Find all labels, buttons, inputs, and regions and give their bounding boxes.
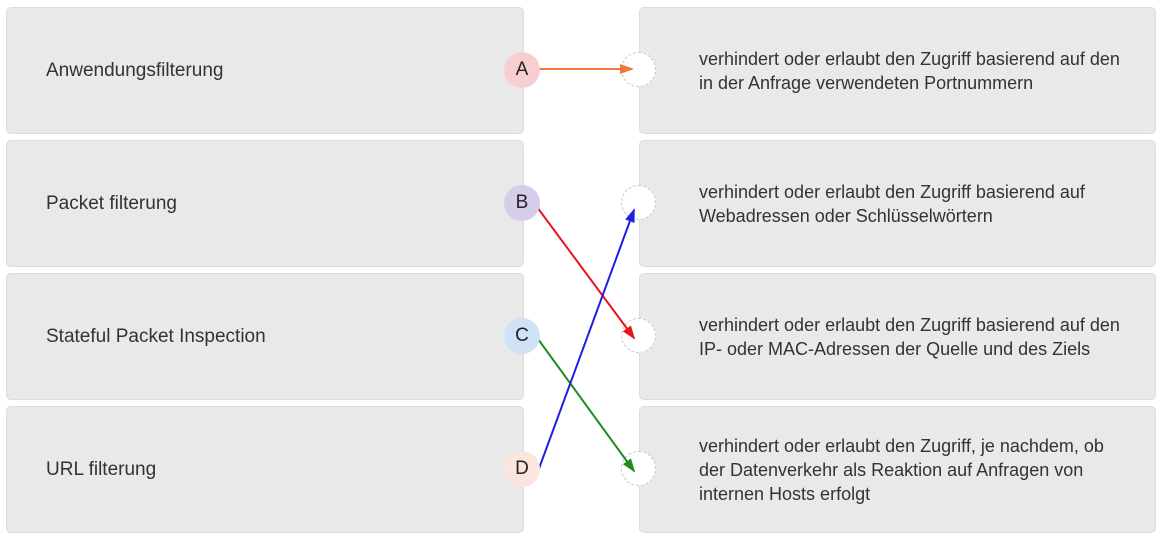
- drop-target-4[interactable]: [621, 451, 656, 486]
- right-text-2: verhindert oder erlaubt den Zugriff basi…: [699, 181, 1085, 226]
- badge-d[interactable]: D: [504, 451, 540, 487]
- right-card-3[interactable]: verhindert oder erlaubt den Zugriff basi…: [639, 273, 1156, 400]
- drop-target-1[interactable]: [621, 52, 656, 87]
- left-card-d[interactable]: URL filterung: [6, 406, 524, 533]
- drop-target-3[interactable]: [621, 318, 656, 353]
- badge-a[interactable]: A: [504, 52, 540, 88]
- badge-b[interactable]: B: [504, 185, 540, 221]
- arrow-b-to-3: [536, 206, 636, 340]
- left-card-a[interactable]: Anwendungsfilterung: [6, 7, 524, 134]
- right-card-4[interactable]: verhindert oder erlaubt den Zugriff, je …: [639, 406, 1156, 533]
- right-card-2[interactable]: verhindert oder erlaubt den Zugriff basi…: [639, 140, 1156, 267]
- left-label-a: Anwendungsfilterung: [46, 59, 224, 81]
- left-card-c[interactable]: Stateful Packet Inspection: [6, 273, 524, 400]
- right-text-4: verhindert oder erlaubt den Zugriff, je …: [699, 435, 1104, 504]
- arrow-d-to-2: [536, 208, 635, 475]
- left-label-c: Stateful Packet Inspection: [46, 325, 266, 347]
- right-text-1: verhindert oder erlaubt den Zugriff basi…: [699, 48, 1120, 93]
- arrow-c-to-4: [537, 338, 636, 473]
- left-label-d: URL filterung: [46, 458, 157, 480]
- left-card-b[interactable]: Packet filterung: [6, 140, 524, 267]
- right-card-1[interactable]: verhindert oder erlaubt den Zugriff basi…: [639, 7, 1156, 134]
- badge-c[interactable]: C: [504, 318, 540, 354]
- drop-target-2[interactable]: [621, 185, 656, 220]
- left-label-b: Packet filterung: [46, 192, 177, 214]
- right-text-3: verhindert oder erlaubt den Zugriff basi…: [699, 314, 1120, 359]
